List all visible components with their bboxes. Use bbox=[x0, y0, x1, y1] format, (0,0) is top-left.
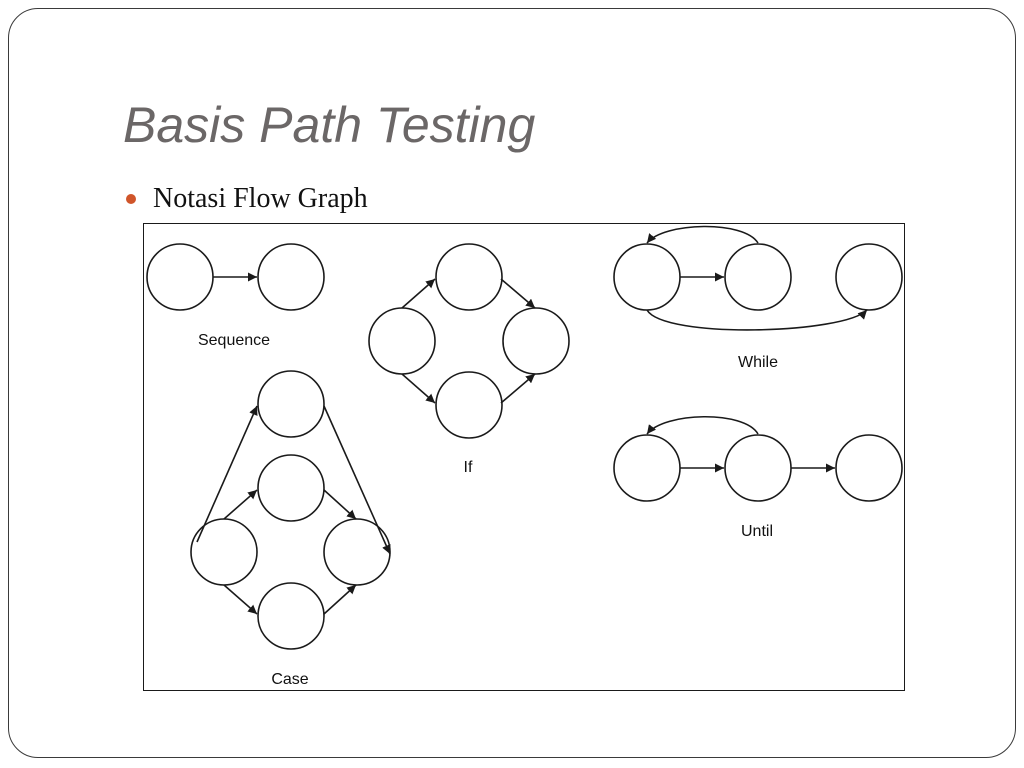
case-edge-start-bottom bbox=[223, 584, 258, 615]
while-node-2 bbox=[724, 243, 792, 311]
flow-graph-svg: Sequence If While bbox=[146, 225, 903, 688]
bullet-dot-icon bbox=[126, 194, 136, 204]
case-node-top bbox=[257, 370, 325, 438]
while-edge-exit bbox=[646, 309, 868, 331]
case-node-end bbox=[323, 518, 391, 586]
bullet-item: Notasi Flow Graph bbox=[126, 179, 368, 219]
until-label: Until bbox=[741, 523, 773, 540]
if-graph: If bbox=[368, 243, 570, 476]
if-edge-top-right bbox=[500, 278, 536, 309]
until-node-3 bbox=[835, 434, 903, 502]
until-edge-loop-back bbox=[646, 415, 759, 435]
case-node-start bbox=[190, 518, 258, 586]
bullet-text: Notasi Flow Graph bbox=[153, 183, 368, 214]
until-node-1 bbox=[613, 434, 681, 502]
case-node-middle bbox=[257, 454, 325, 522]
case-edge-top-end bbox=[323, 405, 391, 555]
sequence-graph: Sequence bbox=[146, 243, 325, 349]
sequence-node-2 bbox=[257, 243, 325, 311]
if-node-top bbox=[435, 243, 503, 311]
until-graph: Until bbox=[613, 415, 903, 540]
while-graph: While bbox=[613, 225, 903, 371]
sequence-node-1 bbox=[146, 243, 214, 311]
case-node-bottom bbox=[257, 582, 325, 650]
while-edge-loop-back bbox=[646, 225, 759, 244]
case-edge-bottom-end bbox=[323, 584, 357, 615]
if-edge-left-bottom bbox=[401, 373, 436, 404]
until-node-2 bbox=[724, 434, 792, 502]
case-label: Case bbox=[271, 671, 308, 688]
if-node-left bbox=[368, 307, 436, 375]
slide-title: Basis Path Testing bbox=[123, 97, 536, 153]
case-edge-middle-end bbox=[323, 489, 357, 520]
flow-graph-diagram: Sequence If While bbox=[143, 223, 905, 691]
while-node-1 bbox=[613, 243, 681, 311]
if-node-bottom bbox=[435, 371, 503, 439]
if-node-right bbox=[502, 307, 570, 375]
case-edge-start-top bbox=[196, 405, 258, 543]
if-edge-left-top bbox=[401, 278, 436, 309]
while-node-3 bbox=[835, 243, 903, 311]
case-edge-start-middle bbox=[223, 489, 258, 520]
if-edge-bottom-right bbox=[500, 373, 536, 404]
if-label: If bbox=[464, 459, 473, 476]
sequence-label: Sequence bbox=[198, 332, 270, 349]
while-label: While bbox=[738, 354, 778, 371]
case-graph: Case bbox=[190, 370, 391, 688]
